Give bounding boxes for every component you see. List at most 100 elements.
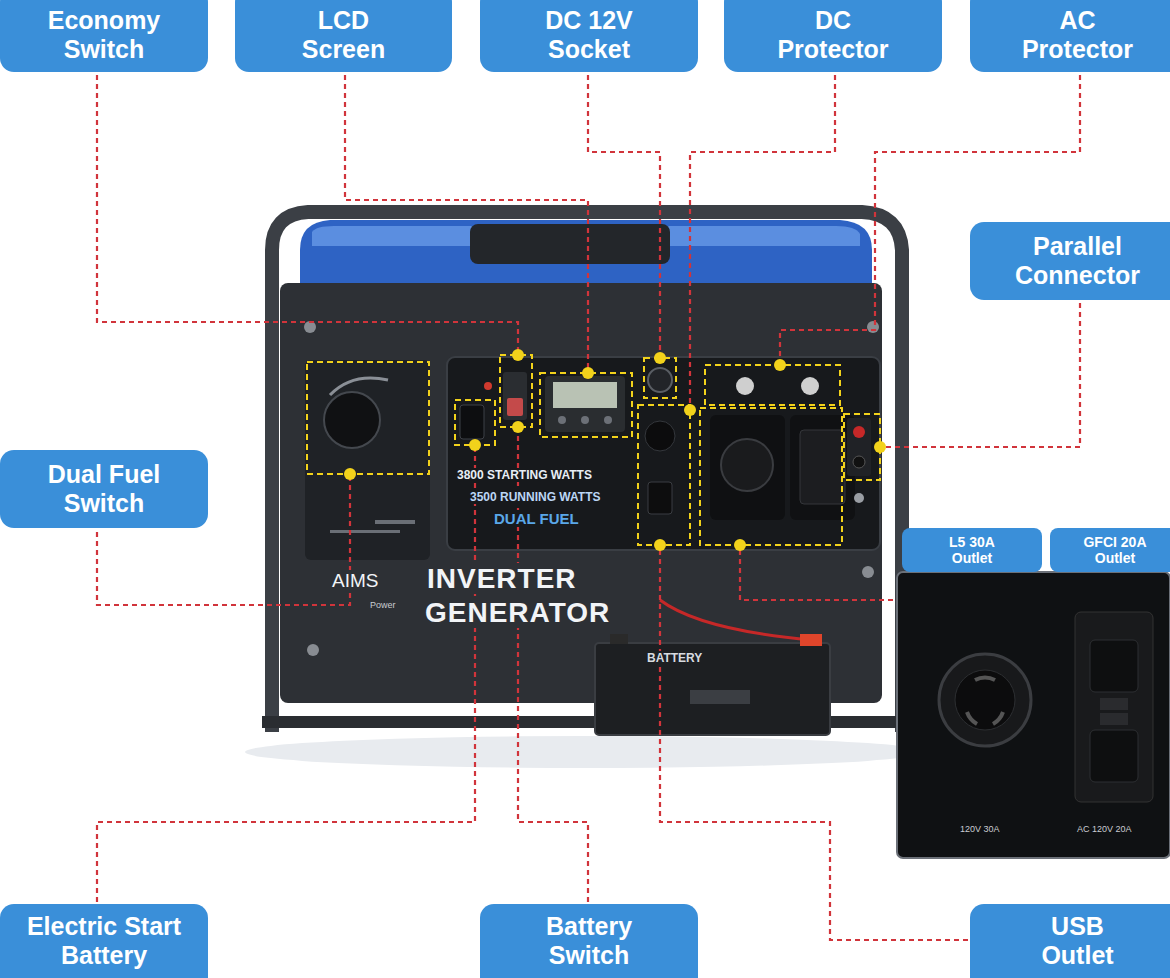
- callout-box: DC Protector: [724, 0, 942, 72]
- callout-text: L5 30A Outlet: [932, 534, 1012, 566]
- outlet-inset: [897, 572, 1170, 858]
- panel-mark: [330, 530, 400, 533]
- callout-text: LCD Screen: [279, 6, 409, 64]
- leader-line: [588, 75, 660, 353]
- panel-label: AC 120V 20A: [1075, 818, 1155, 836]
- lcd-housing: [545, 376, 625, 432]
- printed-label: AC 120V 20A: [1075, 824, 1134, 834]
- panel-label: DUAL FUEL: [492, 510, 612, 528]
- gfci-socket: [1090, 730, 1138, 782]
- leader-line: [690, 75, 835, 405]
- printed-label: 3500 RUNNING WATTS: [468, 490, 602, 504]
- l5-outlet: [710, 415, 785, 520]
- callout-text: Electric Start Battery: [17, 912, 192, 970]
- callout-text: Dual Fuel Switch: [39, 460, 169, 518]
- screw: [867, 321, 879, 333]
- callout-box: Battery Switch: [480, 904, 698, 978]
- leader-dot: [654, 352, 666, 364]
- screw: [862, 566, 874, 578]
- battery-terminal: [610, 634, 628, 644]
- callout-box: LCD Screen: [235, 0, 452, 72]
- generator-body: [280, 283, 882, 703]
- l5-outlet-face: [955, 670, 1015, 730]
- leader-dot: [874, 441, 886, 453]
- leader-dot: [774, 359, 786, 371]
- battery-wire: [660, 600, 812, 640]
- callout-text: DC Protector: [768, 6, 898, 64]
- usb-outlet: [648, 482, 672, 514]
- highlight-frame: [307, 362, 429, 474]
- leader-line: [97, 75, 518, 352]
- gfci-socket: [1090, 640, 1138, 692]
- callout-box: DC 12V Socket: [480, 0, 698, 72]
- parallel-connector: [847, 418, 871, 476]
- highlight-frame: [705, 365, 840, 405]
- fuel-lever-arc: [330, 378, 388, 395]
- leader-line: [660, 550, 968, 940]
- leader-dot: [684, 404, 696, 416]
- gfci-outlet: [790, 415, 855, 520]
- l5-socket: [721, 439, 773, 491]
- highlight-frame: [638, 405, 690, 545]
- leader-line: [886, 303, 1080, 447]
- lcd-button: [604, 416, 612, 424]
- battery-sticker: [690, 690, 750, 704]
- panel-label: INVERTER GENERATOR: [425, 562, 640, 629]
- fuel-panel: [305, 360, 430, 560]
- fuel-tank: [300, 220, 872, 290]
- ac-protector: [801, 377, 819, 395]
- panel-mark: [375, 520, 415, 524]
- callout-text: Parallel Connector: [1008, 232, 1148, 290]
- callout-box: Dual Fuel Switch: [0, 450, 208, 528]
- callout-text: AC Protector: [1013, 6, 1143, 64]
- outlet-tab: GFCI 20A Outlet: [1050, 528, 1170, 572]
- economy-switch-rocker: [507, 398, 523, 416]
- callout-text: Economy Switch: [39, 6, 169, 64]
- l5-slot: [993, 712, 1003, 724]
- callout-box: AC Protector: [970, 0, 1170, 72]
- highlight-frame: [540, 373, 632, 437]
- callout-box: USB Outlet: [970, 904, 1170, 978]
- callout-text: Battery Switch: [524, 912, 654, 970]
- printed-label: 3800 STARTING WATTS: [455, 468, 594, 482]
- panel-label: 120V 30A: [958, 818, 1028, 836]
- printed-label: Power: [368, 600, 398, 610]
- printed-label: BATTERY: [645, 651, 704, 665]
- panel-label: AIMS: [330, 570, 410, 593]
- printed-label: DUAL FUEL: [492, 510, 581, 527]
- leader-line: [740, 550, 894, 600]
- leader-dot: [654, 539, 666, 551]
- leader-dots: [344, 349, 886, 551]
- leader-dot: [512, 349, 524, 361]
- fuel-knob: [324, 392, 380, 448]
- economy-switch: [503, 372, 527, 420]
- printed-label: AIMS: [330, 570, 380, 591]
- leader-dot: [512, 421, 524, 433]
- panel-label: BATTERY: [645, 648, 735, 666]
- ground-screw: [854, 493, 864, 503]
- leader-line: [780, 75, 1080, 360]
- lcd-button: [558, 416, 566, 424]
- battery-switch: [460, 405, 484, 439]
- callout-text: GFCI 20A Outlet: [1070, 534, 1160, 566]
- leader-dot: [582, 367, 594, 379]
- l5-outlet-large: [939, 654, 1031, 746]
- printed-label: INVERTER GENERATOR: [425, 563, 612, 628]
- tank-cap-housing: [470, 224, 670, 264]
- callout-box: Economy Switch: [0, 0, 208, 72]
- panel-label: 3500 RUNNING WATTS: [468, 487, 638, 505]
- leader-dot: [734, 539, 746, 551]
- gfci-face: [800, 430, 845, 504]
- parallel-terminal: [853, 456, 865, 468]
- l5-slot: [975, 678, 995, 680]
- highlight-frame: [455, 400, 495, 445]
- printed-label: 120V 30A: [958, 824, 1002, 834]
- highlight-frame: [307, 355, 880, 545]
- leader-lines: [97, 75, 1080, 940]
- outlet-tab: L5 30A Outlet: [902, 528, 1042, 572]
- callout-text: USB Outlet: [1013, 912, 1143, 970]
- dc-socket: [648, 368, 672, 392]
- ac-protector: [736, 377, 754, 395]
- control-panel: [447, 357, 880, 550]
